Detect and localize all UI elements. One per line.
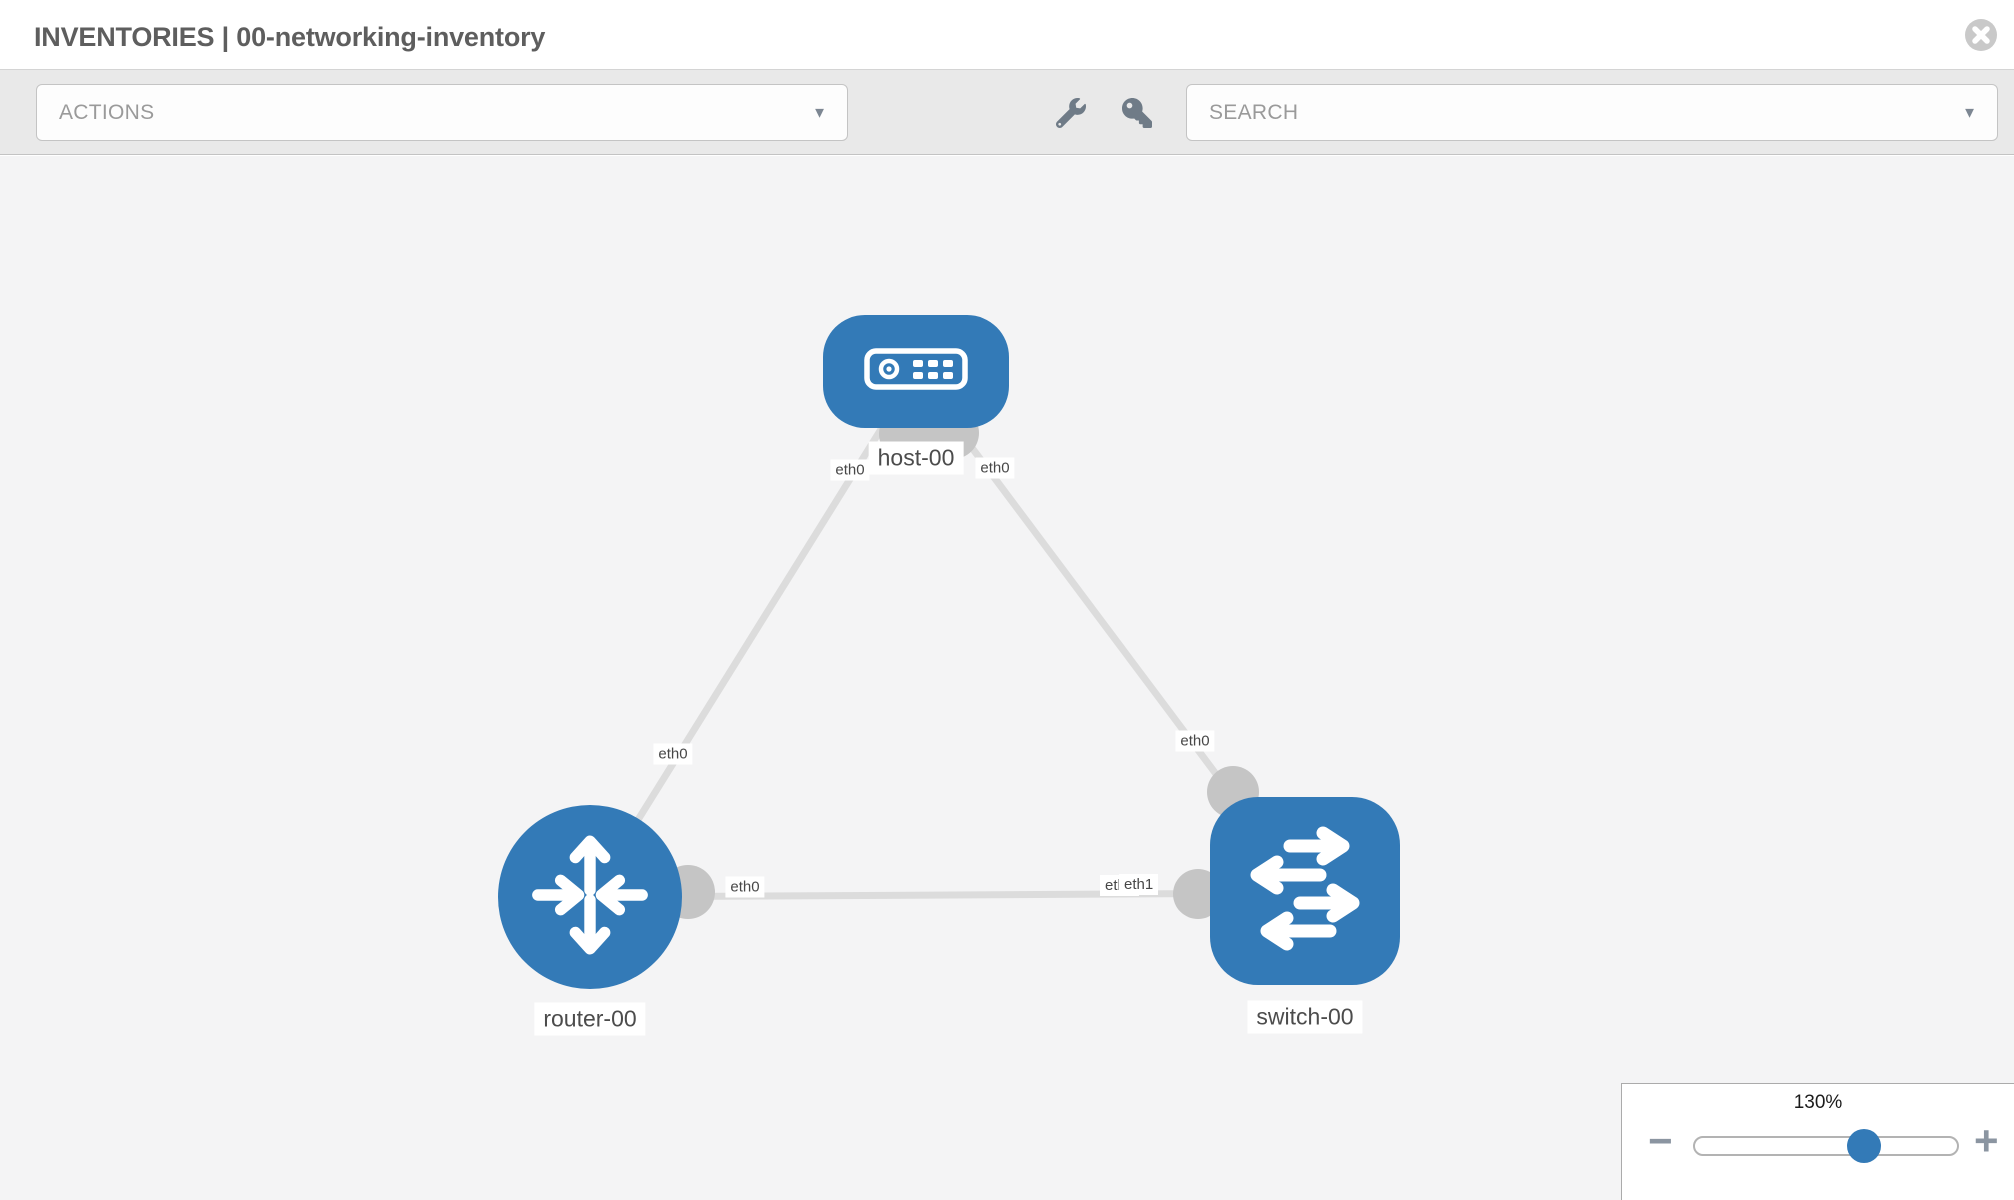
chevron-down-icon: ▼	[812, 104, 827, 121]
key-icon[interactable]	[1122, 98, 1152, 128]
zoom-control-panel: 130% − +	[1621, 1083, 2014, 1200]
zoom-slider-track[interactable]	[1693, 1129, 1959, 1163]
interface-label-router-switch-switch-end: eth1	[1119, 874, 1159, 895]
search-dropdown[interactable]: ▼	[1186, 84, 1998, 141]
interface-label-host-switch-host-end: eth0	[975, 457, 1015, 479]
zoom-in-button[interactable]: +	[1974, 1117, 1999, 1164]
toolbar: ACTIONS ▼ ▼	[0, 70, 2014, 155]
node-switch-00[interactable]	[1210, 797, 1400, 985]
interface-label-host-router-host-end: eth0	[830, 459, 870, 481]
zoom-slider-knob[interactable]	[1847, 1129, 1881, 1163]
actions-dropdown[interactable]: ACTIONS ▼	[36, 84, 848, 141]
header: INVENTORIES | 00-networking-inventory	[0, 0, 2014, 70]
topology-canvas[interactable]: host-00 router-00 switch-00 eth0 eth0 et…	[0, 156, 2014, 1200]
page-title: INVENTORIES | 00-networking-inventory	[34, 22, 546, 52]
interface-label-host-router-router-end: eth0	[653, 743, 693, 765]
zoom-out-button[interactable]: −	[1648, 1117, 1673, 1164]
node-label-host-00: host-00	[868, 441, 964, 475]
node-host-00[interactable]	[823, 315, 1009, 428]
switch-arrows-icon	[1210, 795, 1400, 988]
router-arrows-icon	[515, 820, 665, 975]
node-label-router-00: router-00	[534, 1002, 646, 1036]
interface-label-router-switch-router-end: eth0	[725, 876, 765, 898]
server-icon	[864, 347, 968, 396]
topology-links	[587, 370, 1308, 919]
wrench-icon[interactable]	[1055, 98, 1086, 129]
node-router-00[interactable]	[498, 805, 682, 989]
zoom-percentage: 130%	[1793, 1092, 1843, 1113]
close-icon[interactable]	[1964, 18, 1998, 52]
node-label-switch-00: switch-00	[1247, 1000, 1363, 1034]
link-router-switch	[589, 889, 1306, 901]
interface-label-host-switch-switch-end: eth0	[1175, 730, 1215, 752]
search-input[interactable]	[1187, 99, 1887, 126]
actions-dropdown-label: ACTIONS	[59, 100, 155, 124]
chevron-down-icon: ▼	[1962, 104, 1977, 121]
